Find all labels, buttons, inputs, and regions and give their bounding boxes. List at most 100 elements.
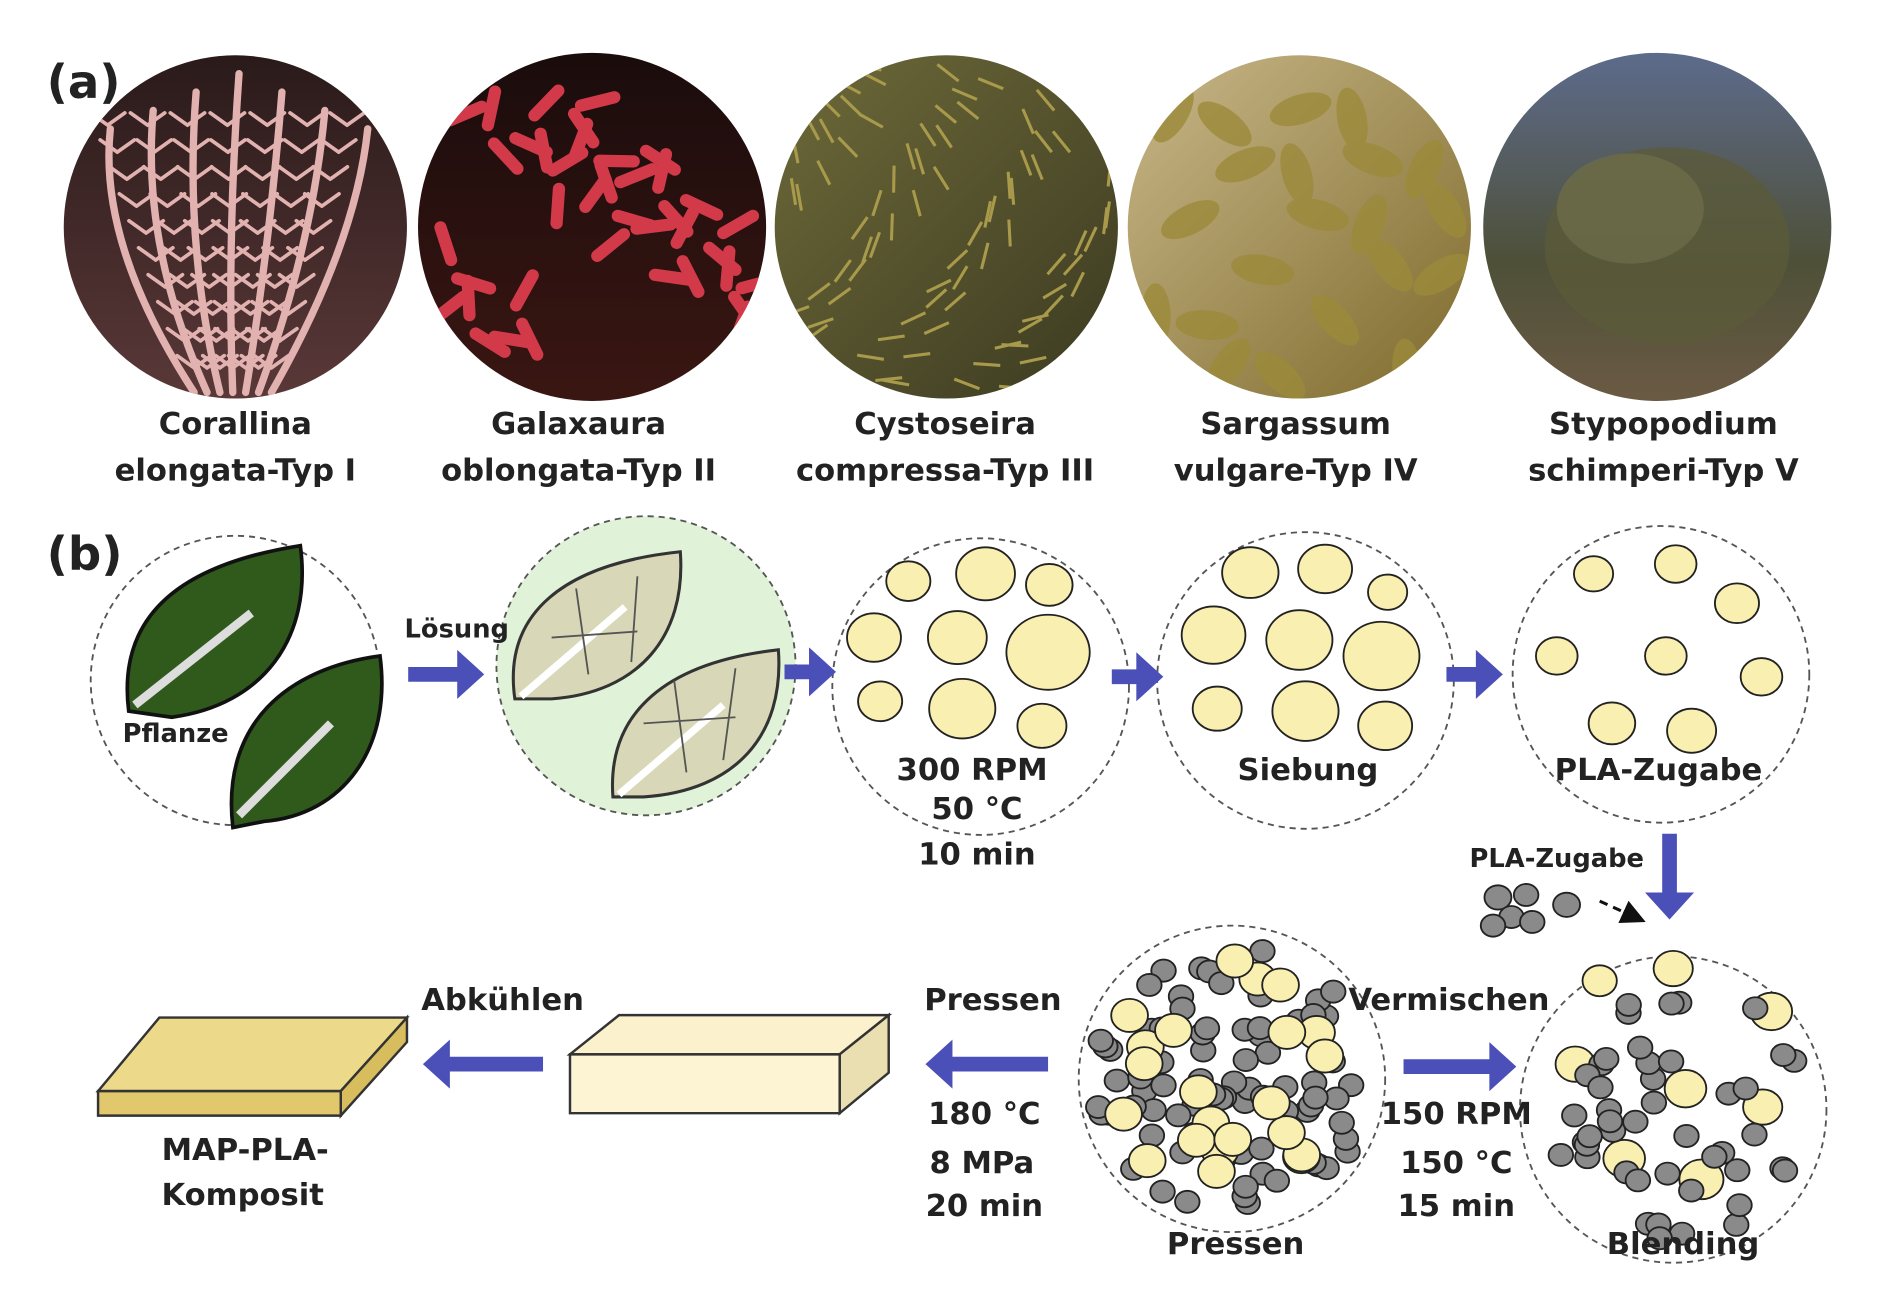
composite-slab	[95, 1014, 410, 1119]
algae-particle	[1221, 546, 1280, 599]
pla-pellet	[1150, 1073, 1177, 1098]
algae-particle	[1127, 1143, 1167, 1179]
algae-particle	[1154, 1012, 1193, 1048]
mix-temp: 150 °C	[1400, 1146, 1512, 1181]
photo-stypopodium	[1483, 52, 1832, 401]
pla-pellet	[1732, 1076, 1759, 1101]
pla-pellet	[1136, 973, 1163, 997]
pla-pellet	[1615, 992, 1642, 1017]
pla-pellet	[1149, 1179, 1176, 1204]
stir-time: 10 min	[918, 837, 1036, 872]
pla-pellet	[1519, 910, 1546, 934]
pla-pellet	[1673, 1124, 1700, 1148]
pla-pellet	[1646, 1226, 1673, 1251]
photo-corallina	[63, 55, 407, 399]
algae-particle	[1297, 543, 1353, 595]
algae-particle	[1180, 605, 1247, 665]
mixing-label: Vermischen	[1348, 983, 1549, 1018]
dashed-arrow-icon	[1599, 899, 1646, 924]
algae-particle	[1191, 685, 1243, 732]
plant-leaves-icon	[125, 543, 384, 830]
photo-sargassum	[1127, 55, 1471, 399]
algae-particle	[1271, 680, 1340, 742]
process-arrow-icon	[925, 1039, 1049, 1089]
algae-particle	[1587, 701, 1637, 746]
pla-pellet	[1622, 1109, 1649, 1134]
algae-particle	[1644, 636, 1688, 676]
pla-pellet	[1587, 1075, 1614, 1100]
pla-pellet	[1320, 979, 1347, 1004]
algae-particle	[1666, 707, 1718, 754]
pla-pellet	[1547, 1142, 1575, 1167]
pla-pellet	[1640, 1090, 1668, 1115]
process-arrow-icon	[408, 649, 485, 699]
algae-particle	[1713, 582, 1760, 625]
pla-pellet	[1087, 1028, 1114, 1053]
pressed-slab	[566, 1012, 893, 1116]
pla-pellet	[1576, 1124, 1603, 1149]
pla-pellet	[1593, 1046, 1620, 1071]
pla-pellet	[1479, 913, 1507, 938]
algae-particle	[1342, 620, 1421, 692]
algae-particle	[846, 612, 902, 663]
photo-cystoseira	[774, 55, 1118, 399]
pla-pellet	[1138, 1123, 1166, 1148]
algae-particle	[1025, 562, 1074, 607]
algae-particle	[1213, 1121, 1253, 1157]
pla-pellet	[1232, 1048, 1259, 1072]
solution-label: Lösung	[405, 615, 509, 645]
pla-pellet	[1741, 1122, 1768, 1147]
arrows	[408, 647, 1695, 1092]
species-name: Cystoseira	[854, 407, 1036, 442]
sieving-label: Siebung	[1238, 753, 1379, 788]
algae-particle	[1535, 636, 1579, 676]
algae-particle	[1739, 657, 1784, 697]
species-name: Corallina	[159, 407, 312, 442]
pla-pellet	[1657, 1049, 1685, 1074]
mix-speed: 150 RPM	[1381, 1097, 1532, 1132]
algae-particle	[1573, 555, 1615, 593]
algae-particle	[1305, 1038, 1345, 1074]
algae-particle	[1265, 609, 1334, 671]
pla-pellet	[1193, 1016, 1221, 1041]
pla-pellet	[1512, 883, 1540, 907]
algae-particle	[1252, 1085, 1291, 1121]
algae-particle	[1261, 967, 1300, 1003]
algae-particle	[1215, 943, 1255, 979]
pla-pellet	[1626, 1035, 1654, 1060]
species-name: Sargassum	[1200, 407, 1391, 442]
pla-pellet	[1232, 1174, 1259, 1199]
process-arrow-icon	[1446, 649, 1503, 699]
press-pressure: 8 MPa	[929, 1146, 1034, 1181]
algae-particle	[1124, 1046, 1164, 1082]
pla-pellet	[1726, 1193, 1753, 1218]
algae-particle	[1016, 702, 1068, 749]
species-name: Galaxaura	[491, 407, 666, 442]
process-arrow-icon	[1111, 652, 1164, 702]
blending-label: Blending	[1607, 1227, 1760, 1262]
species-type: schimperi-Typ V	[1528, 454, 1799, 489]
pla-pellet	[1724, 1158, 1751, 1183]
panel-b-label: (b)	[47, 527, 123, 581]
pla-pellet	[1552, 891, 1581, 918]
pla-pellet	[1771, 1158, 1799, 1183]
algae-particle	[1652, 949, 1694, 988]
algae-particle	[1267, 1115, 1306, 1151]
pla-pellet	[1701, 1144, 1728, 1169]
algae-particle	[1110, 997, 1149, 1033]
process-arrow-icon	[422, 1039, 544, 1089]
species-type: elongata-Typ I	[115, 454, 356, 489]
pla-addition-label-2: PLA-Zugabe	[1470, 844, 1645, 874]
algae-particle	[1005, 613, 1091, 691]
product-label-1: MAP-PLA-	[162, 1133, 329, 1168]
pla-pellet	[1654, 1161, 1681, 1186]
plant-label: Pflanze	[123, 719, 229, 749]
pla-pellet	[1658, 991, 1685, 1016]
algae-particle	[955, 546, 1016, 602]
algae-particle	[1653, 544, 1698, 584]
dissolved-leaves-icon	[511, 550, 781, 799]
algae-particle	[1104, 1096, 1143, 1132]
algae-particle	[1367, 573, 1409, 611]
pla-pellet	[1302, 1085, 1329, 1110]
